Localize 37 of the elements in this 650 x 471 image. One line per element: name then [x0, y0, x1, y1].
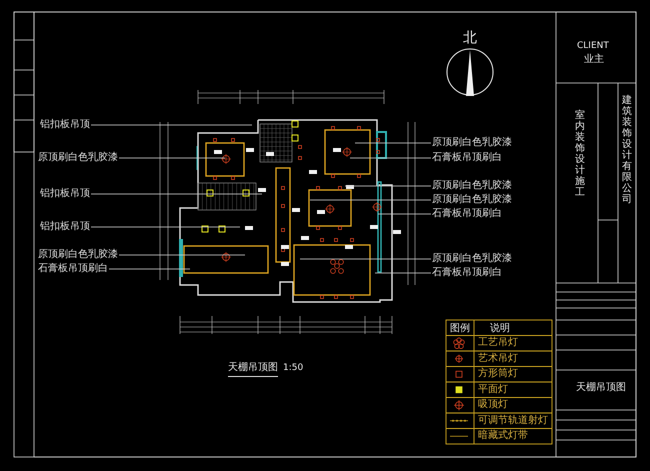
leader-line	[354, 142, 432, 144]
callout-label: 石膏板吊顶刷白	[432, 208, 502, 220]
title-block-label: 业主	[584, 54, 604, 66]
table-header: 图例	[450, 323, 470, 335]
drawing-name: 天棚吊顶图	[576, 382, 626, 394]
title-block-text: 室内装饰设计施工	[575, 110, 585, 198]
leader-line	[374, 272, 432, 274]
title-block-label: CLIENT	[577, 40, 609, 52]
callout-label: 铝扣板吊顶	[40, 188, 90, 200]
legend-label: 平面灯	[478, 384, 508, 396]
drawing-title: 天棚吊顶图	[228, 362, 278, 377]
callout-label: 原顶刷白色乳胶漆	[432, 137, 512, 149]
legend-label: 吸顶灯	[478, 399, 508, 412]
leader-line	[108, 268, 190, 270]
callout-label: 石膏板吊顶刷白	[432, 267, 502, 279]
callout-label: 原顶刷白色乳胶漆	[38, 152, 118, 164]
leader-line	[90, 124, 252, 126]
leader-line	[300, 258, 432, 260]
leader-line	[90, 226, 240, 228]
drawing-scale: 1:50	[283, 362, 304, 374]
callout-label: 原顶刷白色乳胶漆	[432, 253, 512, 265]
callout-label: 铝扣板吊顶	[40, 119, 90, 131]
legend-label: 暗藏式灯带	[478, 430, 528, 442]
table-header: 说明	[490, 323, 510, 335]
legend-label: 艺术吊灯	[478, 352, 518, 365]
callout-label: 铝扣板吊顶	[40, 221, 90, 233]
legend-label: 方形筒灯	[478, 368, 518, 380]
legend-label: 可调节轨道射灯	[478, 414, 548, 427]
leader-line	[118, 254, 246, 256]
callout-label: 原顶刷白色乳胶漆	[432, 194, 512, 206]
callout-label: 原顶刷白色乳胶漆	[432, 180, 512, 192]
legend-label: 工艺吊灯	[478, 337, 518, 350]
callout-label: 石膏板吊顶刷白	[38, 263, 108, 275]
north-label: 北	[463, 32, 477, 44]
title-block-text: 建筑装饰设计有限公司	[622, 95, 632, 205]
callout-label: 石膏板吊顶刷白	[432, 152, 502, 164]
callout-label: 原顶刷白色乳胶漆	[38, 249, 118, 261]
